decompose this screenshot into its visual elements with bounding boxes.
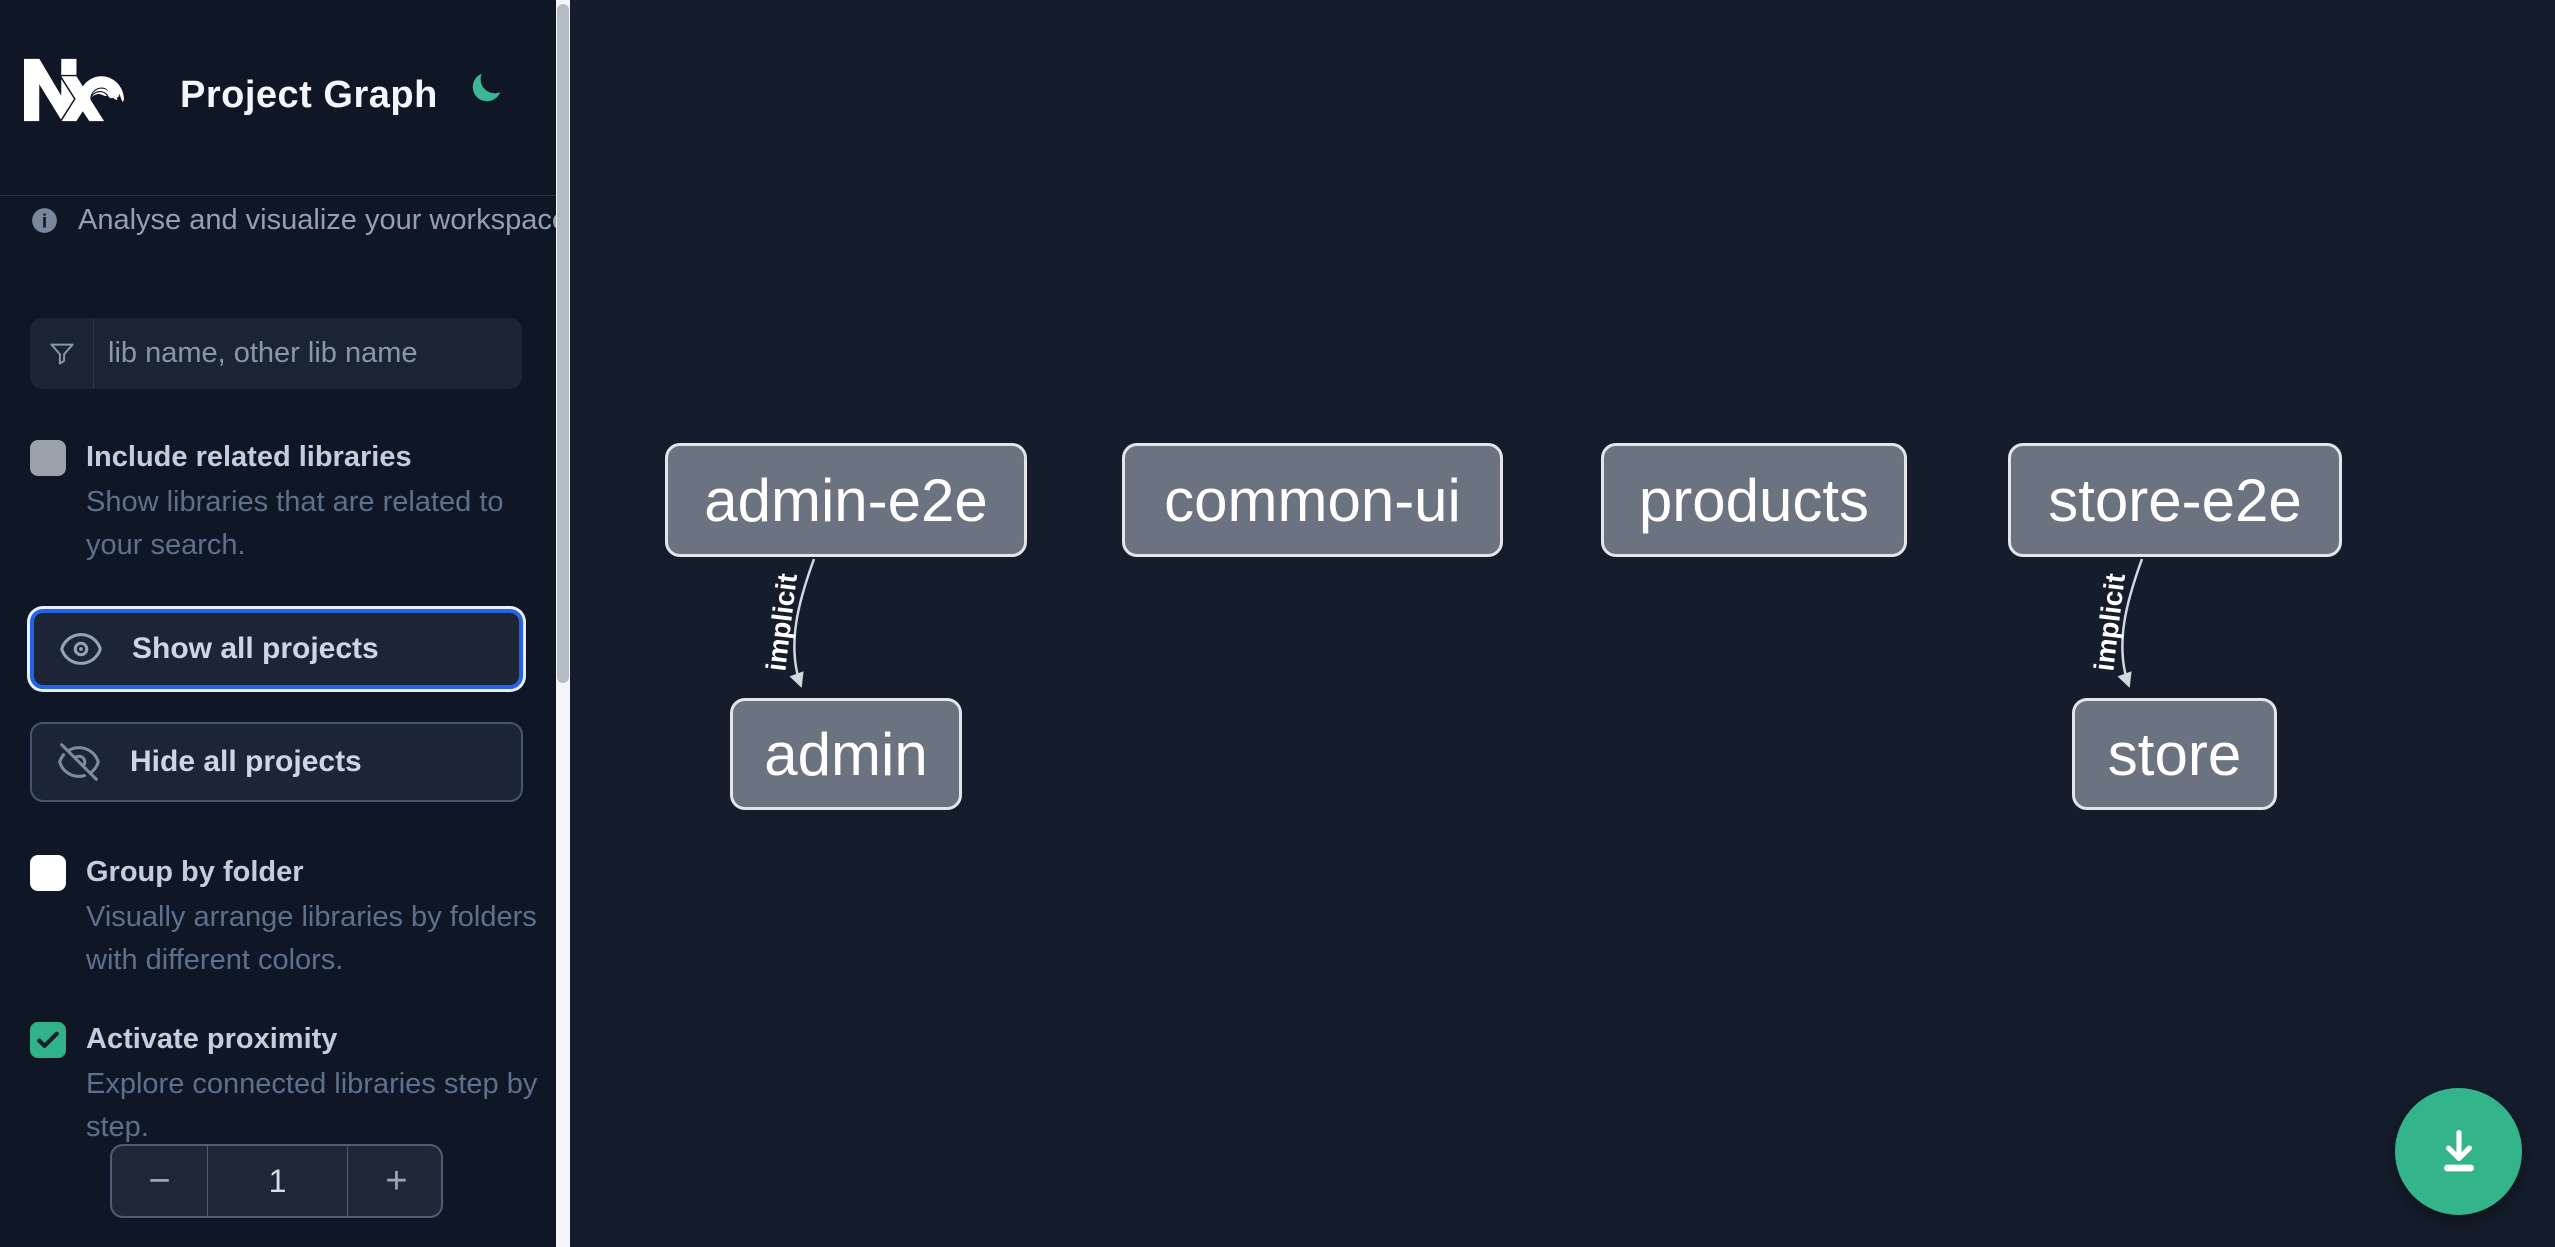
project-node-common-ui[interactable]: common-ui xyxy=(1122,443,1503,557)
proximity-increment-button[interactable]: + xyxy=(347,1146,445,1216)
proximity-decrement-button[interactable]: − xyxy=(148,1159,171,1202)
toggle-activate-proximity: Activate proximity Explore connected lib… xyxy=(30,1020,537,1149)
project-node-store-e2e[interactable]: store-e2e xyxy=(2008,443,2342,557)
proximity-depth-value: 1 xyxy=(207,1146,347,1216)
toggle-description: Show libraries that are related to your … xyxy=(86,486,504,561)
project-node-store[interactable]: store xyxy=(2072,698,2277,810)
toggle-description: Explore connected libraries step by step… xyxy=(86,1068,538,1143)
toggle-label[interactable]: Activate proximity xyxy=(86,1023,338,1055)
sidebar-header: Project Graph xyxy=(0,0,556,196)
include-related-checkbox[interactable] xyxy=(30,440,66,476)
filter-input[interactable] xyxy=(94,318,522,389)
sidebar-scrollbar-thumb[interactable] xyxy=(557,4,569,683)
graph-canvas[interactable] xyxy=(570,0,2555,1247)
workspace-tagline: Analyse and visualize your workspace. xyxy=(78,204,577,236)
sidebar-scrollbar-track[interactable] xyxy=(556,0,570,1247)
project-node-admin[interactable]: admin xyxy=(730,698,962,810)
svg-text:i: i xyxy=(42,211,47,232)
project-node-admin-e2e[interactable]: admin-e2e xyxy=(665,443,1027,557)
toggle-label[interactable]: Include related libraries xyxy=(86,441,412,473)
eye-icon xyxy=(60,633,102,665)
toggle-include-related-libraries: Include related libraries Show libraries… xyxy=(30,438,522,567)
info-icon: i xyxy=(32,208,57,233)
page-title: Project Graph xyxy=(180,74,438,116)
download-icon xyxy=(2443,1129,2474,1171)
checkmark-icon xyxy=(37,1031,59,1048)
toggle-label[interactable]: Group by folder xyxy=(86,856,304,888)
funnel-icon xyxy=(30,318,94,389)
hide-all-projects-button[interactable]: Hide all projects xyxy=(30,722,523,802)
sidebar: Project Graph i Analyse and visualize yo… xyxy=(0,0,576,1247)
toggle-description: Visually arrange libraries by folders wi… xyxy=(86,901,537,976)
activate-proximity-checkbox[interactable] xyxy=(30,1022,66,1058)
filter-input-group xyxy=(30,318,522,389)
proximity-depth-stepper: − 1 + xyxy=(110,1144,443,1218)
group-by-folder-checkbox[interactable] xyxy=(30,855,66,891)
theme-toggle-moon-icon[interactable] xyxy=(468,68,506,106)
show-all-projects-button[interactable]: Show all projects xyxy=(30,609,523,689)
nx-logo-icon xyxy=(24,58,124,122)
download-image-button[interactable] xyxy=(2395,1088,2522,1215)
show-all-projects-label: Show all projects xyxy=(132,632,379,665)
hide-all-projects-label: Hide all projects xyxy=(130,745,362,778)
project-node-products[interactable]: products xyxy=(1601,443,1907,557)
workspace-tagline-row: i Analyse and visualize your workspace. xyxy=(31,204,576,237)
toggle-group-by-folder: Group by folder Visually arrange librari… xyxy=(30,853,537,982)
eye-slash-icon xyxy=(58,743,100,781)
